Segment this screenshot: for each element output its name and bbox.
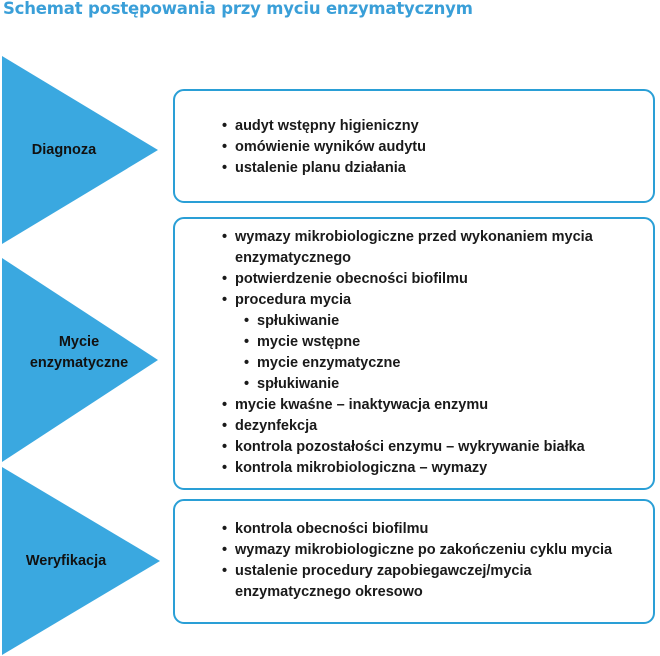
list-item-text: spłukiwanie xyxy=(257,313,340,329)
list-item: • dezynfekcja xyxy=(222,416,593,437)
bullet-icon: • xyxy=(222,118,228,134)
list-item-text: spłukiwanie xyxy=(257,376,340,392)
list-item: • kontrola obecności biofilmu xyxy=(222,519,612,540)
list-item: • ustalenie procedury zapobiegawczej/myci… xyxy=(222,561,612,582)
list-item: • mycie enzymatyczne xyxy=(244,353,593,374)
bullet-icon: • xyxy=(244,355,250,371)
bullet-icon: • xyxy=(244,376,250,392)
mycie-list: • wymazy mikrobiologiczne przed wykonanie… xyxy=(222,227,593,479)
bullet-icon: • xyxy=(222,439,228,455)
list-item: • ustalenie planu działania xyxy=(222,158,426,179)
list-item: • wymazy mikrobiologiczne przed wykonanie… xyxy=(222,227,593,248)
bullet-icon: • xyxy=(222,460,228,476)
bullet-icon: • xyxy=(222,542,228,558)
stage-label-diagnoza: Diagnoza xyxy=(31,142,97,158)
weryfikacja-list: • kontrola obecności biofilmu • wymazy mikr… xyxy=(222,519,613,603)
bullet-icon: • xyxy=(222,139,228,155)
list-item-text: omówienie wyników audytu xyxy=(235,139,426,155)
list-item-text: mycie enzymatyczne xyxy=(257,355,401,371)
list-item-text: enzymatycznego xyxy=(235,250,352,266)
list-item: • mycie wstępne xyxy=(244,332,593,353)
bullet-icon: • xyxy=(222,271,228,287)
list-item-text: wymazy mikrobiologiczne przed wykonaniem… xyxy=(235,229,593,245)
list-item: • potwierdzenie obecności biofilmu xyxy=(222,269,593,290)
list-item-text: ustalenie procedury zapobiegawczej/mycia xyxy=(235,563,532,579)
list-item: • spłukiwanie xyxy=(244,374,593,395)
bullet-icon: • xyxy=(222,292,228,308)
bullet-icon: • xyxy=(222,418,228,434)
list-item: • omówienie wyników audytu xyxy=(222,137,426,158)
weryfikacja-arrow-shape xyxy=(2,467,160,655)
stage-label-line: enzymatyczne xyxy=(29,355,129,371)
stage-label-line: Mycie xyxy=(58,334,100,350)
list-item: • kontrola pozostałości enzymu – wykrywan… xyxy=(222,437,593,458)
stage-label-mycie: Mycie enzymatyczne xyxy=(4,332,154,374)
list-item-text: potwierdzenie obecności biofilmu xyxy=(235,271,468,287)
stage-label-weryfikacja: Weryfikacja xyxy=(25,553,107,569)
list-item: • spłukiwanie xyxy=(244,311,593,332)
list-item: enzymatycznego okresowo xyxy=(235,582,612,603)
bullet-icon: • xyxy=(222,229,228,245)
weryfikacja-box: • kontrola obecności biofilmu • wymazy mikr… xyxy=(173,499,655,624)
list-item: • wymazy mikrobiologiczne po zakończeniu … xyxy=(222,540,613,561)
bullet-icon: • xyxy=(222,521,228,537)
mycie-box: • wymazy mikrobiologiczne przed wykonanie… xyxy=(173,217,655,490)
list-item-text: ustalenie planu działania xyxy=(235,160,406,176)
bullet-icon: • xyxy=(244,313,250,329)
list-item-text: kontrola pozostałości enzymu – wykrywani… xyxy=(235,439,585,455)
bullet-icon: • xyxy=(244,334,250,350)
list-item-text: mycie kwaśne – inaktywacja enzymu xyxy=(235,397,489,413)
page-title: Schemat postępowania przy myciu enzymaty… xyxy=(3,0,473,18)
list-item-text: enzymatycznego okresowo xyxy=(235,584,423,600)
list-item-text: dezynfekcja xyxy=(235,418,318,434)
list-item: • mycie kwaśne – inaktywacja enzymu xyxy=(222,395,593,416)
list-item: • kontrola mikrobiologiczna – wymazy xyxy=(222,458,593,479)
diagnoza-box: • audyt wstępny higieniczny • omówienie wyn… xyxy=(173,89,655,203)
list-item-text: audyt wstępny higieniczny xyxy=(235,118,419,134)
diagnoza-arrow-shape xyxy=(2,56,158,244)
list-item-text: procedura mycia xyxy=(235,292,352,308)
list-item-text: kontrola mikrobiologiczna – wymazy xyxy=(235,460,488,476)
bullet-icon: • xyxy=(222,160,228,176)
list-item-text: mycie wstępne xyxy=(257,334,361,350)
list-item: enzymatycznego xyxy=(235,248,593,269)
mycie-arrow-shape xyxy=(2,258,158,462)
list-item: • procedura mycia xyxy=(222,290,593,311)
list-item-text: kontrola obecności biofilmu xyxy=(235,521,429,537)
diagnoza-list: • audyt wstępny higieniczny • omówienie wyn… xyxy=(222,116,426,179)
bullet-icon: • xyxy=(222,563,228,579)
list-item: • audyt wstępny higieniczny xyxy=(222,116,426,137)
bullet-icon: • xyxy=(222,397,228,413)
list-item-text: wymazy mikrobiologiczne po zakończeniu c… xyxy=(235,542,613,558)
